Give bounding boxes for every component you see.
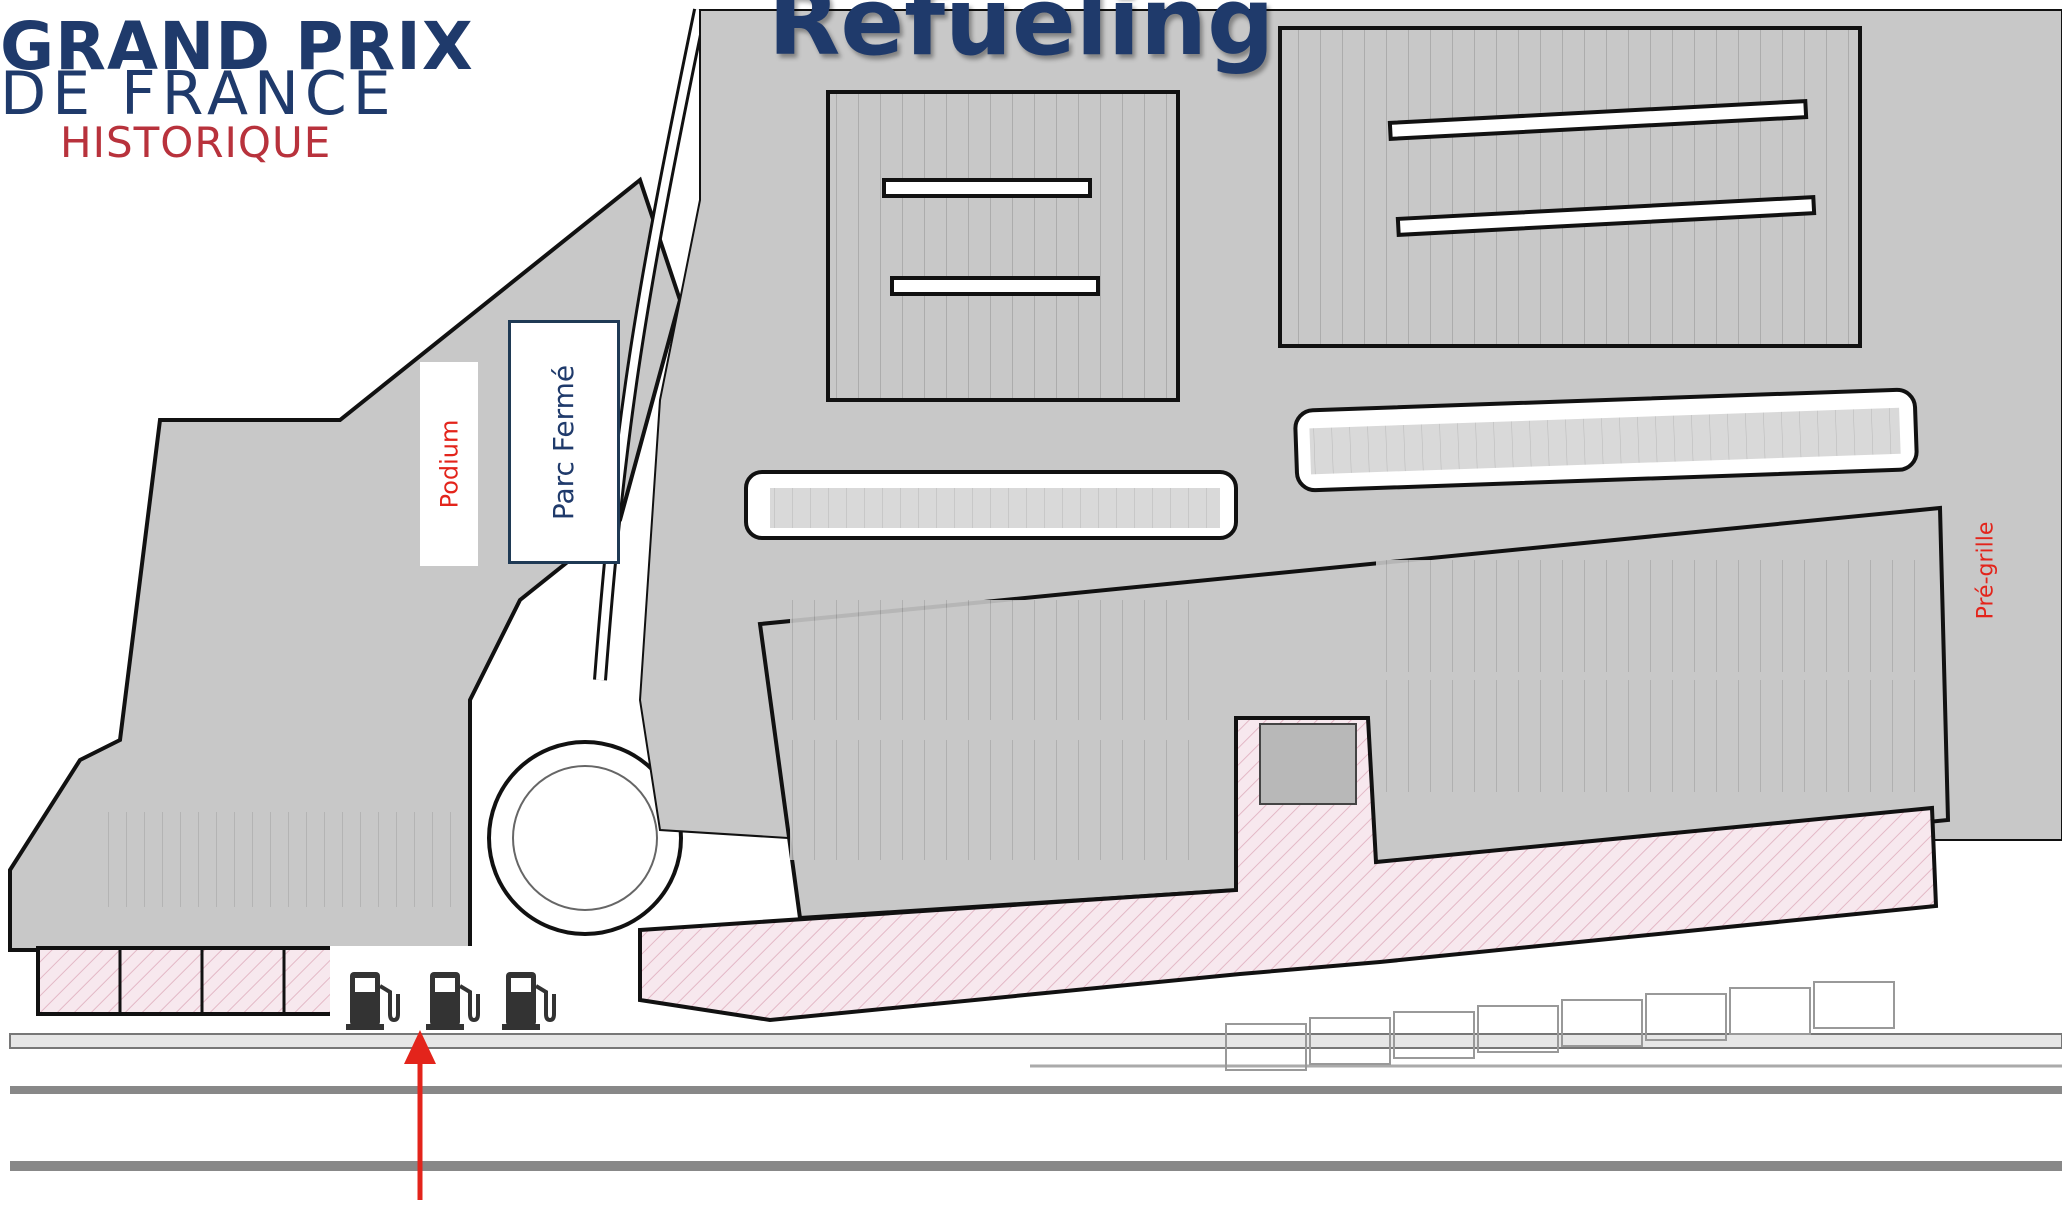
pit-building xyxy=(638,716,1939,1023)
parking-block-2 xyxy=(1278,26,1862,348)
fuel-pump-icon xyxy=(346,972,400,1030)
left-lot-stalls xyxy=(96,812,458,907)
pre-grille-text: Pré-grille xyxy=(1973,521,1999,619)
fuel-pump-icon xyxy=(502,972,556,1030)
podium-label: Podium xyxy=(420,362,478,566)
fuel-pump-icon xyxy=(426,972,480,1030)
logo-text-grand-prix: GRAND PRIX xyxy=(0,8,474,85)
parc-ferme-label: Parc Fermé xyxy=(508,320,620,564)
parking-block-1 xyxy=(826,90,1180,402)
page-title: Refueling xyxy=(768,0,1275,77)
track-outer xyxy=(9,1033,2062,1049)
pre-grille-label: Pré-grille xyxy=(1956,500,2016,640)
roundabout xyxy=(487,740,683,936)
podium-text: Podium xyxy=(435,419,464,509)
logo-text-historique: HISTORIQUE xyxy=(60,118,332,167)
logo-text-de-france: DE FRANCE xyxy=(0,59,397,129)
parc-ferme-text: Parc Fermé xyxy=(547,364,581,520)
